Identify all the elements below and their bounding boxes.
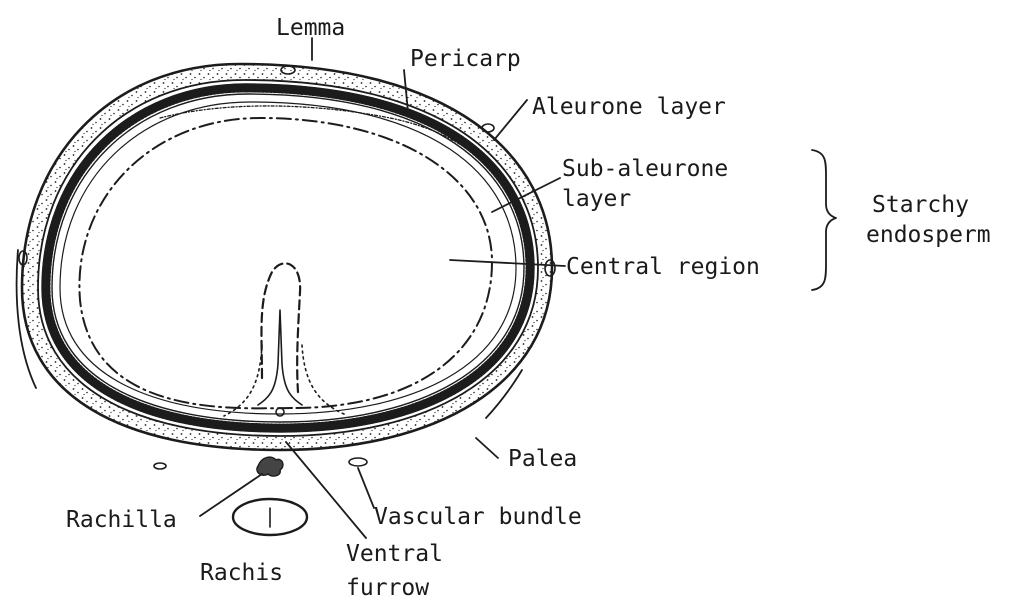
leader-rachilla: [200, 474, 262, 516]
label-starchy-line2: endosperm: [866, 222, 991, 248]
vascular-bundle-bottom-left: [154, 463, 166, 469]
rachilla-shape: [257, 457, 283, 476]
aleurone-inner-line: [52, 94, 524, 422]
leader-vascular-bundle: [358, 468, 374, 508]
crease-dots-right: [302, 345, 344, 414]
crease-stem: [258, 310, 302, 405]
crease-cavity: [276, 408, 284, 416]
leader-ventral-furrow: [286, 442, 366, 538]
label-starchy-line1: Starchy: [872, 192, 969, 218]
vascular-bundle-right: [482, 124, 494, 132]
label-central-region: Central region: [566, 254, 760, 280]
label-sub-aleurone-line1: Sub-aleurone: [562, 156, 728, 182]
starchy-endosperm-brace: [812, 150, 836, 290]
leader-palea: [476, 438, 498, 458]
label-aleurone-layer: Aleurone layer: [532, 94, 726, 120]
label-vascular-bundle: Vascular bundle: [374, 504, 582, 530]
label-sub-aleurone-line2: layer: [562, 186, 631, 212]
grain-drawing: [17, 64, 555, 535]
label-rachilla: Rachilla: [66, 507, 177, 533]
label-pericarp: Pericarp: [410, 46, 521, 72]
leader-aleurone: [494, 100, 527, 140]
sub-aleurone-boundary: [79, 118, 492, 408]
label-rachis: Rachis: [200, 560, 283, 586]
vascular-bundle-bottom: [349, 458, 367, 466]
endosperm-line: [60, 102, 516, 414]
label-ventral-furrow-line1: Ventral: [346, 541, 443, 567]
label-palea: Palea: [508, 446, 577, 472]
label-lemma: Lemma: [276, 15, 345, 41]
label-ventral-furrow-line2: furrow: [346, 575, 429, 601]
crease-dots-left: [224, 345, 262, 416]
